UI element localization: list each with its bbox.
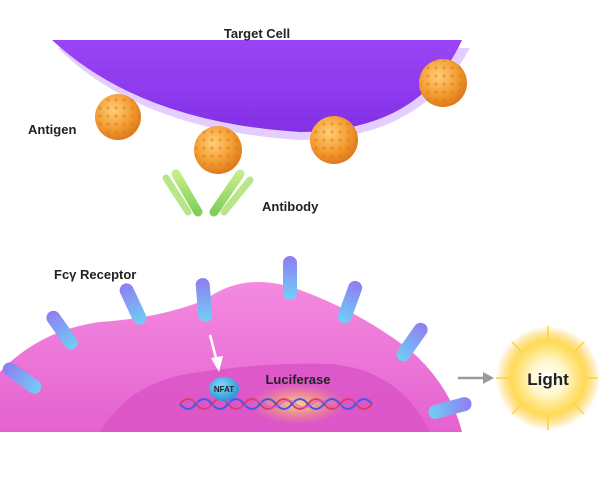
fc-receptor xyxy=(195,278,213,322)
fc-receptor xyxy=(283,256,297,300)
nfat-protein: NFAT xyxy=(209,377,239,401)
fc-receptor xyxy=(337,280,363,324)
fc-receptor xyxy=(428,397,472,419)
antibody-label: Antibody xyxy=(262,199,319,214)
antigen xyxy=(194,126,242,174)
luciferase-glow xyxy=(250,384,346,424)
effector-cell xyxy=(0,282,462,432)
luciferase-label: Luciferase xyxy=(265,372,330,387)
arrow-right-icon xyxy=(458,372,494,384)
light-label: Light xyxy=(527,370,569,389)
fc-receptor xyxy=(2,362,42,394)
antigen-label: Antigen xyxy=(28,122,76,137)
light-burst-icon xyxy=(496,326,600,430)
fc-receptor-label: Fcγ Receptor xyxy=(54,267,136,282)
target-cell xyxy=(52,40,470,140)
antigen xyxy=(310,116,358,164)
antibody xyxy=(162,169,254,263)
antigen xyxy=(419,59,467,107)
nfat-label: NFAT xyxy=(214,385,234,394)
arrow-down-icon xyxy=(208,334,223,372)
dna-helix-icon xyxy=(179,398,373,410)
antigen xyxy=(95,94,141,140)
fc-receptor xyxy=(46,310,78,350)
fc-receptor xyxy=(119,283,147,325)
fc-receptor xyxy=(396,322,428,362)
target-cell-label: Target Cell xyxy=(224,26,290,41)
